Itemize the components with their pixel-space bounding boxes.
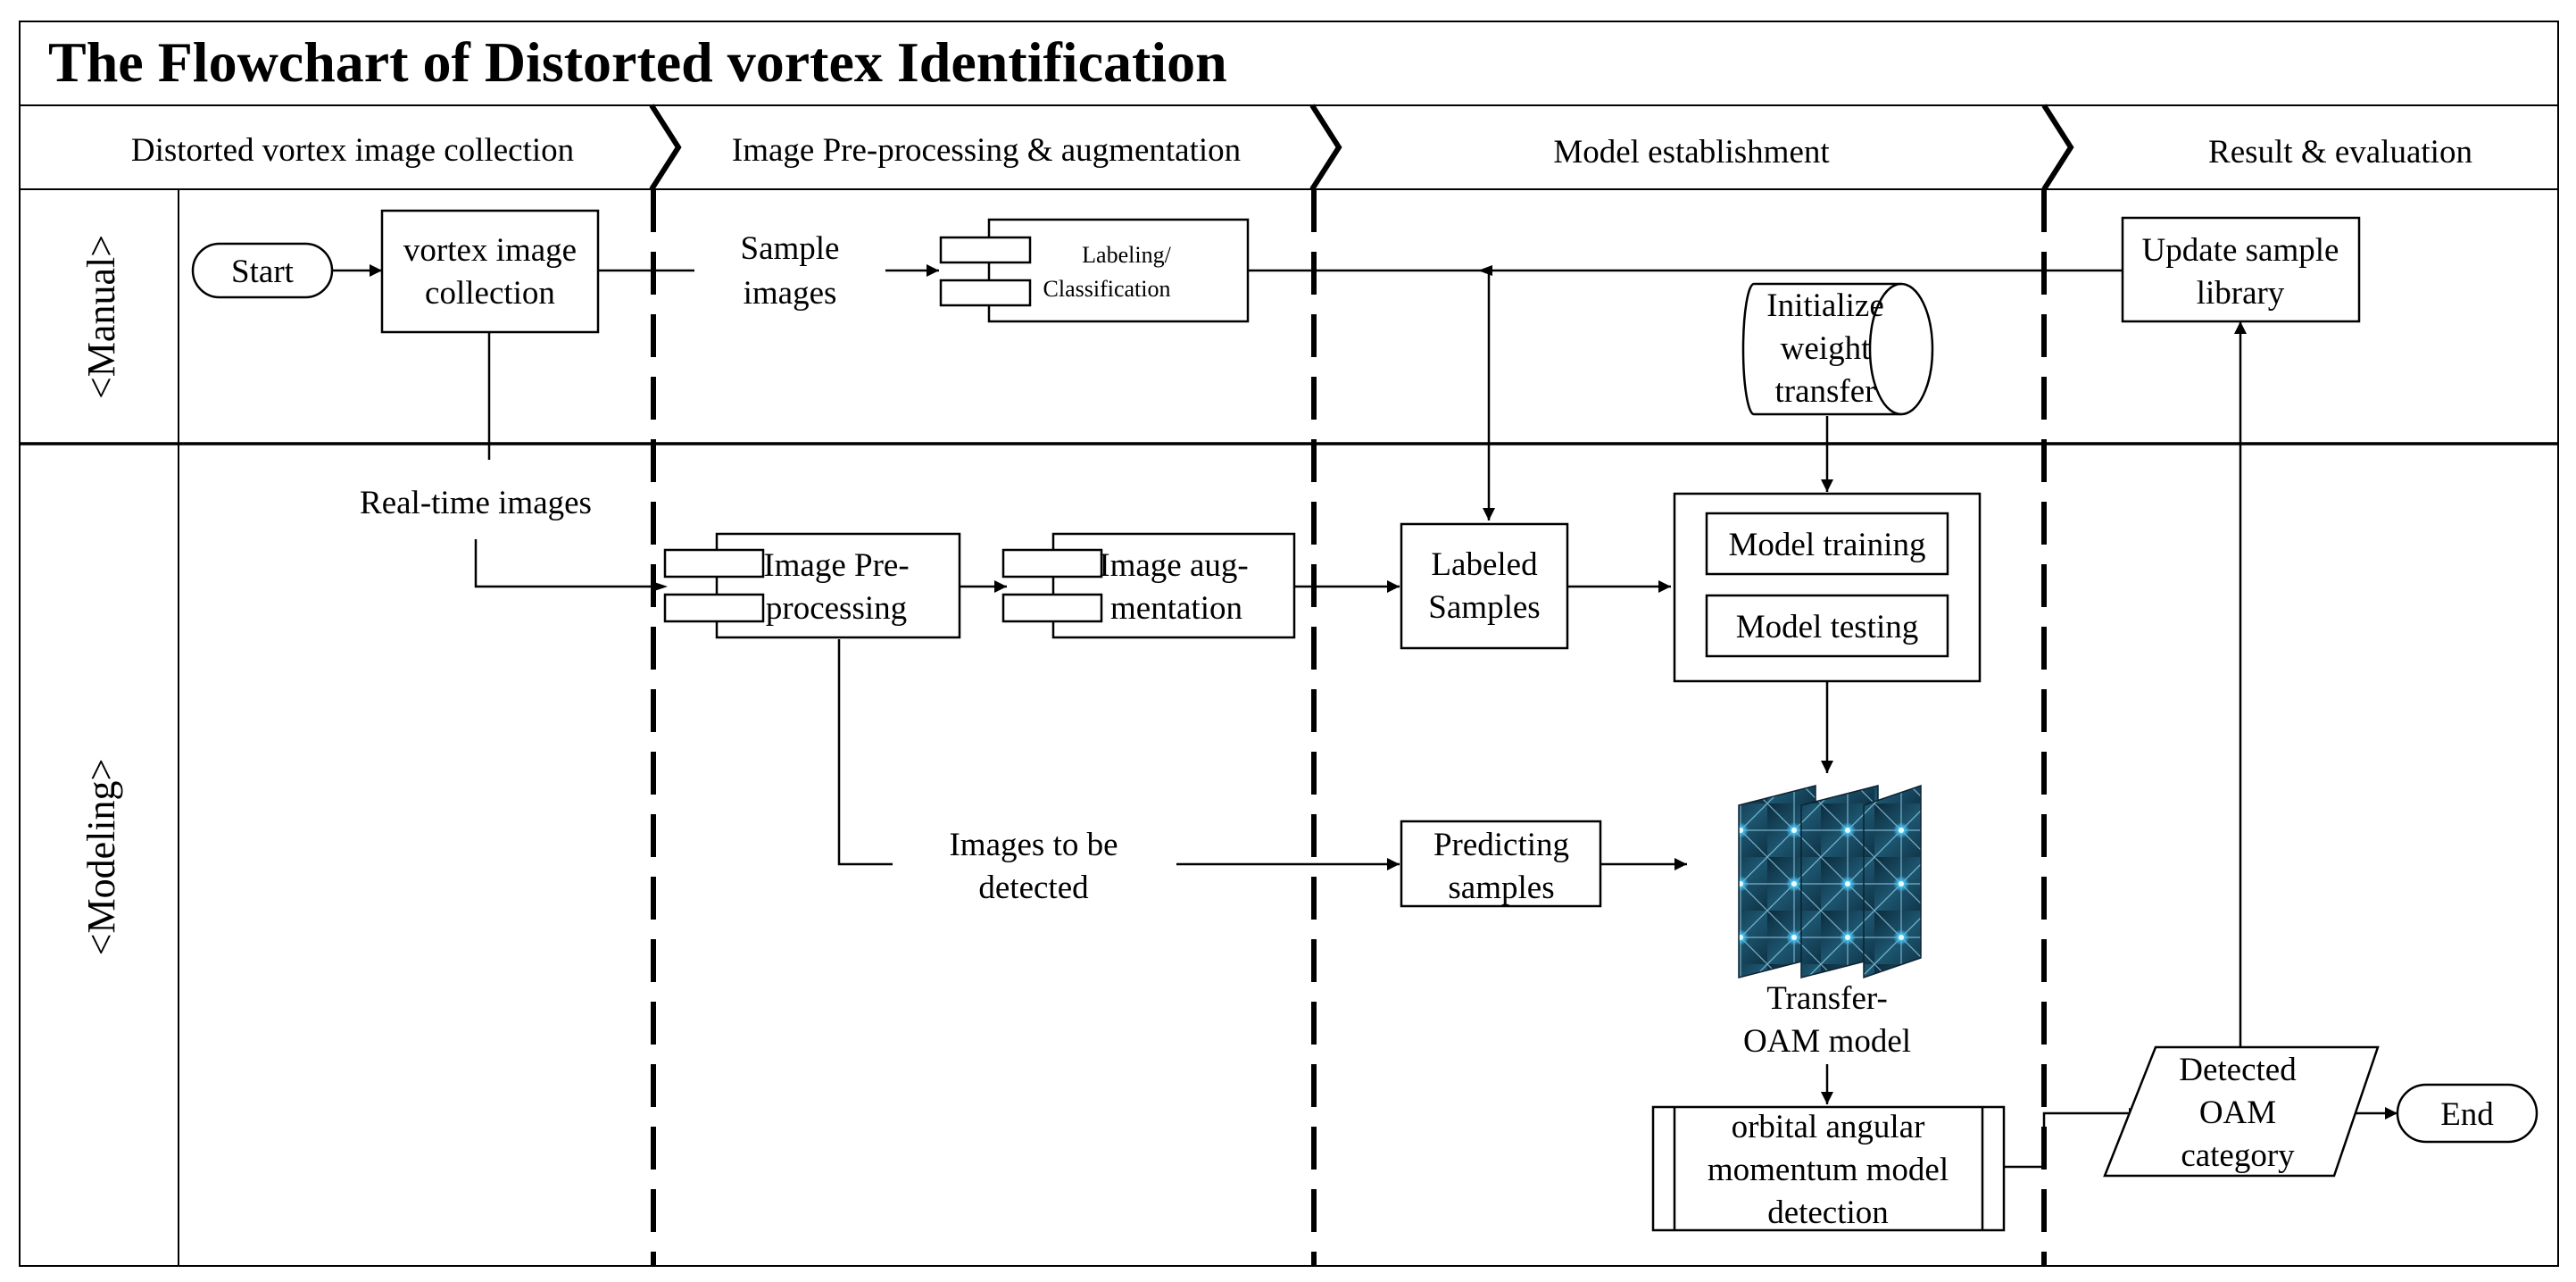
labeled-samples-box: Labeled Samples <box>1400 522 1569 650</box>
transfer-model-line-2: OAM model <box>1743 1023 1911 1060</box>
phase-chevron-2 <box>1309 104 1342 191</box>
oam-detection-line-3: detection <box>1767 1195 1889 1231</box>
model-testing-label: Model testing <box>1736 609 1919 645</box>
augmentation-line-1: Image aug- <box>1099 547 1248 584</box>
detected-category-line-2: OAM <box>2199 1095 2276 1131</box>
phase-chevron-3 <box>2041 104 2074 191</box>
labeled-samples-line-1: Labeled <box>1431 546 1538 583</box>
connectors <box>332 264 2397 1169</box>
lane-label-modeling: <Modeling> <box>79 759 123 956</box>
start-node: Start <box>191 242 334 299</box>
phase-headers: Distorted vortex image collection Image … <box>131 104 2472 191</box>
detected-category-line-3: category <box>2181 1137 2295 1174</box>
lane-label-manual: <Manual> <box>79 235 123 399</box>
frame <box>19 21 2559 1267</box>
transfer-model-line-1: Transfer- <box>1766 980 1888 1017</box>
realtime-images-label: Real-time images <box>360 485 592 521</box>
model-block: Model training Model testing <box>1673 492 1982 683</box>
vortex-collection-line-1: vortex image <box>403 232 577 269</box>
init-weight-store: Initialize weight transfer <box>1741 282 1934 416</box>
sample-images-line-2: images <box>744 275 837 312</box>
detected-category-line-1: Detected <box>2179 1052 2297 1088</box>
init-weight-line-3: transfer <box>1775 373 1876 410</box>
images-detected-line-1: Images to be <box>949 827 1118 863</box>
preprocessing-line-2: processing <box>766 590 907 627</box>
predicting-samples-line-1: Predicting <box>1433 827 1569 863</box>
end-node: End <box>2396 1083 2539 1144</box>
end-label: End <box>2440 1096 2494 1133</box>
augmentation-component: Image aug- mentation <box>1001 532 1296 639</box>
phase-label-model: Model establishment <box>1553 134 1830 171</box>
neural-network-image <box>1738 784 1922 979</box>
predicting-samples-box: Predicting samples <box>1400 820 1602 908</box>
labeling-line-2: Classification <box>1043 276 1171 302</box>
detected-category-node: Detected OAM category <box>2103 1045 2380 1178</box>
update-library-line-2: library <box>2197 275 2285 312</box>
labeled-samples-line-2: Samples <box>1428 589 1540 626</box>
oam-detection-line-1: orbital angular <box>1732 1109 1925 1145</box>
oam-detection-line-2: momentum model <box>1708 1152 1949 1188</box>
transfer-model-label: Transfer- OAM model <box>1743 980 1911 1060</box>
preprocessing-component: Image Pre- processing <box>663 532 961 639</box>
update-library-box: Update sample library <box>2121 216 2361 323</box>
vortex-collection-box: vortex image collection <box>380 209 600 334</box>
start-label: Start <box>231 254 295 290</box>
update-library-line-1: Update sample <box>2142 232 2339 269</box>
phase-label-result: Result & evaluation <box>2208 134 2472 171</box>
phase-chevron-1 <box>649 104 682 191</box>
model-training-label: Model training <box>1729 527 1926 563</box>
sample-images-line-1: Sample <box>741 230 840 267</box>
labeling-component: Labeling/ Classification <box>939 218 1250 323</box>
images-detected-label: Images to be detected <box>949 827 1118 906</box>
predicting-samples-line-2: samples <box>1448 870 1554 906</box>
labeling-line-1: Labeling/ <box>1082 242 1171 268</box>
phase-dividers <box>651 189 2047 1266</box>
preprocessing-line-1: Image Pre- <box>763 547 909 584</box>
init-weight-line-2: weight <box>1781 330 1871 367</box>
sample-images-label: Sample images <box>741 230 840 312</box>
init-weight-line-1: Initialize <box>1766 287 1884 324</box>
images-detected-line-2: detected <box>978 870 1089 906</box>
diagram-title: The Flowchart of Distorted vortex Identi… <box>48 30 1227 94</box>
oam-detection-box: orbital angular momentum model detection <box>1651 1105 2006 1232</box>
augmentation-line-2: mentation <box>1110 590 1242 627</box>
vortex-collection-line-2: collection <box>425 275 555 312</box>
phase-label-preprocessing: Image Pre-processing & augmentation <box>732 132 1241 169</box>
phase-label-collection: Distorted vortex image collection <box>131 132 574 169</box>
